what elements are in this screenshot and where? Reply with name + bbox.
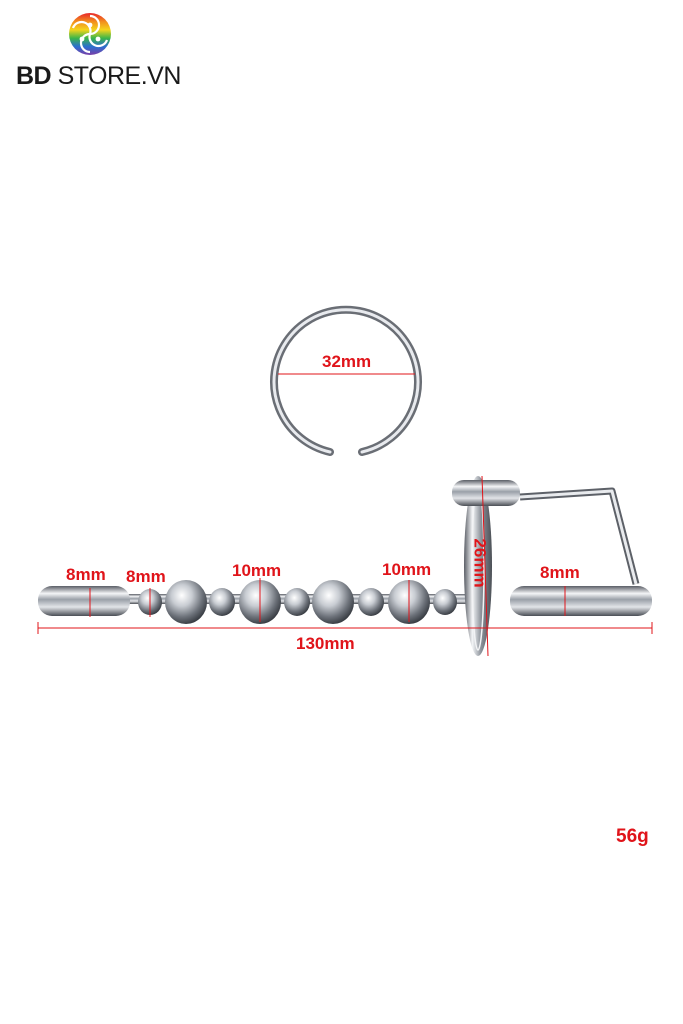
right-cap-label: 8mm [540, 563, 580, 582]
brand-bd: BD [16, 62, 52, 90]
weight-label: 56g [616, 826, 649, 847]
brand-name: BD STORE.VN [16, 62, 181, 91]
plate-label: 26mm [470, 538, 490, 588]
dimension-lines [37, 475, 653, 657]
store-logo[interactable]: BD STORE.VN [16, 12, 181, 92]
glans-ring [270, 305, 422, 456]
left-cap-label: 8mm [66, 565, 106, 584]
rainbow-swirl-logo-icon [69, 13, 111, 55]
ring-diameter-label: 32mm [322, 352, 372, 371]
total-length-label: 130mm [296, 634, 355, 653]
mid-bead-label: 10mm [232, 561, 282, 580]
top-bar [452, 480, 520, 506]
brand-store: STORE.VN [57, 62, 182, 90]
small-bead-label: 8mm [126, 567, 166, 586]
glans-plate [464, 476, 492, 656]
right-bead-label: 10mm [382, 560, 432, 579]
right-cap [510, 586, 652, 616]
left-cap [38, 586, 130, 616]
